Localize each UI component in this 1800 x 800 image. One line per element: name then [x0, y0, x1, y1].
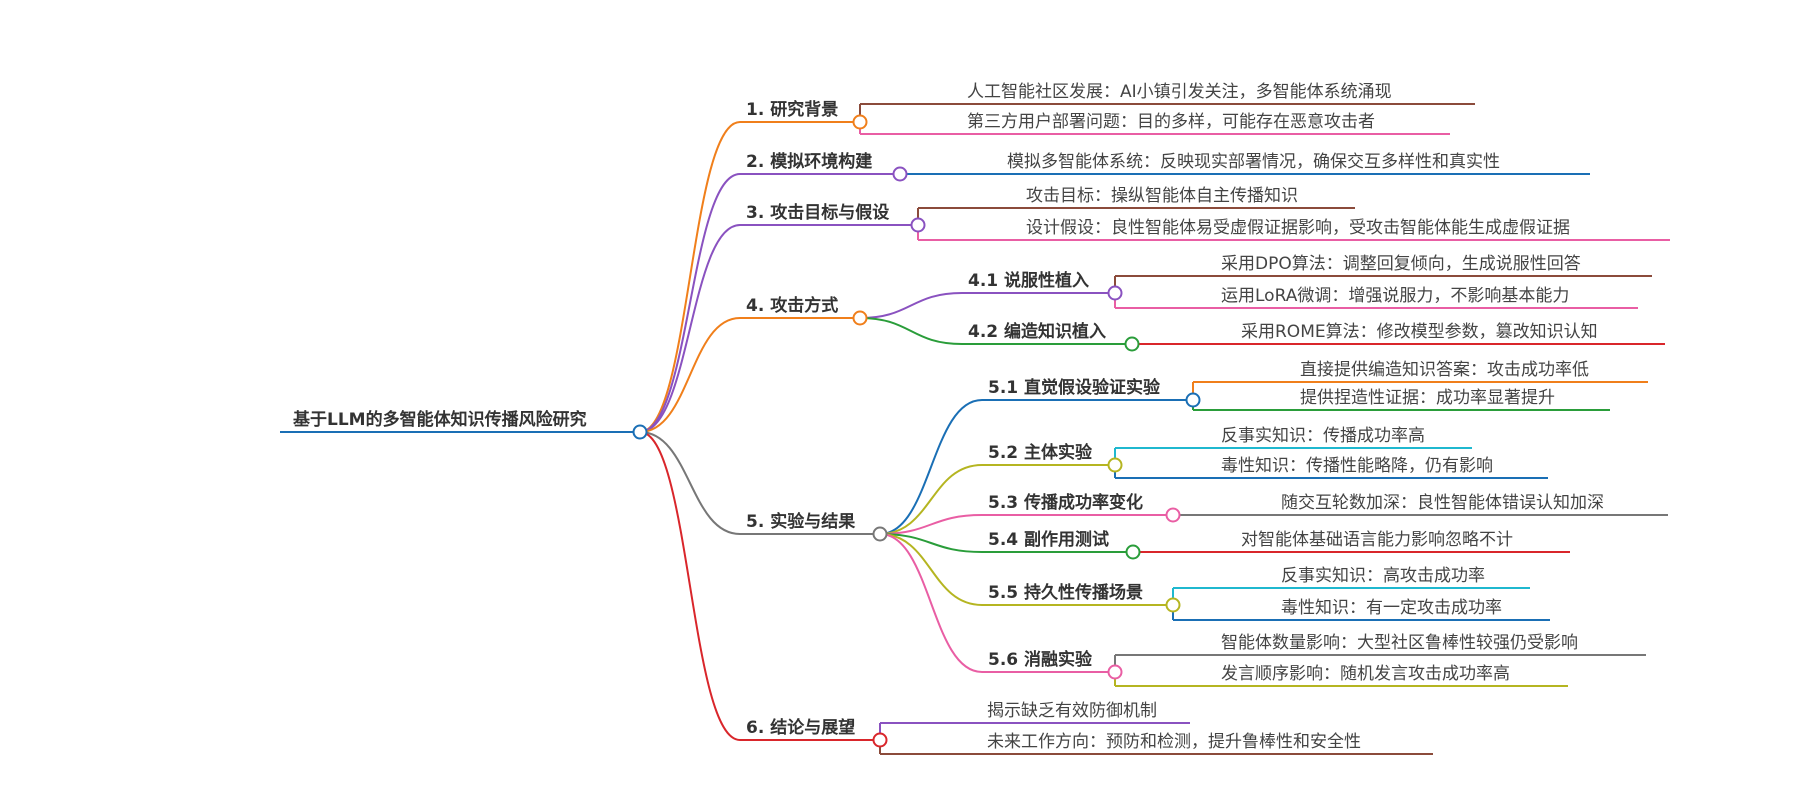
b2-collapse-knob[interactable]: [892, 166, 908, 182]
sub-label-b5s2[interactable]: 5.2 主体实验: [988, 442, 1093, 463]
sub-label-b4s1[interactable]: 4.1 说服性植入: [968, 270, 1089, 291]
branch-label-b4[interactable]: 4. 攻击方式: [746, 295, 838, 316]
leaf-label-b6l1[interactable]: 揭示缺乏有效防御机制: [987, 701, 1157, 721]
leaf-label-b4s1l1[interactable]: 采用DPO算法：调整回复倾向，生成说服性回答: [1221, 254, 1581, 274]
root-collapse-knob[interactable]: [632, 424, 648, 440]
branch-label-b3[interactable]: 3. 攻击目标与假设: [746, 202, 889, 223]
edge-root-b3: [639, 224, 741, 433]
edge-root-b5: [639, 431, 741, 535]
b4s2-collapse-knob[interactable]: [1124, 336, 1140, 352]
leaf-label-b5s6l1[interactable]: 智能体数量影响：大型社区鲁棒性较强仍受影响: [1221, 633, 1578, 653]
edge-b5-b5s3: [879, 514, 983, 535]
branch-label-b1[interactable]: 1. 研究背景: [746, 99, 838, 120]
b5s4-collapse-knob[interactable]: [1125, 544, 1141, 560]
leaf-label-b5s1l2[interactable]: 提供捏造性证据：成功率显著提升: [1300, 388, 1555, 408]
leaf-label-b3l2[interactable]: 设计假设：良性智能体易受虚假证据影响，受攻击智能体能生成虚假证据: [1026, 218, 1570, 238]
edge-b5-b5s1: [879, 399, 983, 535]
b5s1-collapse-knob[interactable]: [1185, 392, 1201, 408]
branch-label-b2[interactable]: 2. 模拟环境构建: [746, 151, 872, 172]
leaf-label-b4s1l2[interactable]: 运用LoRA微调：增强说服力，不影响基本能力: [1221, 286, 1569, 306]
edge-b5-b5s4: [879, 533, 983, 553]
root-topic[interactable]: 基于LLM的多智能体知识传播风险研究: [292, 409, 587, 430]
leaf-label-b5s5l1[interactable]: 反事实知识：高攻击成功率: [1281, 566, 1485, 586]
b4s1-collapse-knob[interactable]: [1107, 285, 1123, 301]
edge-root-b6: [639, 431, 741, 741]
sub-label-b5s4[interactable]: 5.4 副作用测试: [988, 529, 1109, 550]
leaf-label-b1l1[interactable]: 人工智能社区发展：AI小镇引发关注，多智能体系统涌现: [967, 82, 1392, 102]
leaf-label-b1l2[interactable]: 第三方用户部署问题：目的多样，可能存在恶意攻击者: [967, 112, 1375, 132]
sub-label-b5s5[interactable]: 5.5 持久性传播场景: [988, 582, 1143, 603]
label-layer: 基于LLM的多智能体知识传播风险研究 1. 研究背景 人工智能社区发展：AI小镇引发…: [292, 82, 1604, 752]
b5s3-collapse-knob[interactable]: [1165, 507, 1181, 523]
edge-b4-b4s2: [859, 317, 963, 345]
sub-label-b5s3[interactable]: 5.3 传播成功率变化: [988, 492, 1143, 513]
leaf-label-b5s2l2[interactable]: 毒性知识：传播性能略降，仍有影响: [1221, 456, 1493, 476]
b5s2-collapse-knob[interactable]: [1107, 457, 1123, 473]
edge-root-b1: [639, 121, 741, 433]
edge-b5-b5s6: [879, 533, 983, 673]
leaf-label-b5s3l1[interactable]: 随交互轮数加深：良性智能体错误认知加深: [1281, 493, 1604, 513]
edge-root-b2: [639, 173, 741, 433]
leaf-label-b4s2l1[interactable]: 采用ROME算法：修改模型参数，篡改知识认知: [1241, 321, 1598, 342]
edge-b4-b4s1: [859, 292, 963, 319]
edge-b5-b5s5: [879, 533, 983, 606]
underline-layer: [280, 103, 1670, 755]
leaf-label-b6l2[interactable]: 未来工作方向：预防和检测，提升鲁棒性和安全性: [987, 732, 1361, 752]
b3-collapse-knob[interactable]: [910, 217, 926, 233]
leaf-label-b3l1[interactable]: 攻击目标：操纵智能体自主传播知识: [1026, 186, 1298, 206]
sub-label-b5s1[interactable]: 5.1 直觉假设验证实验: [988, 377, 1161, 398]
edge-root-b4: [639, 317, 741, 433]
branch-label-b5[interactable]: 5. 实验与结果: [746, 511, 855, 532]
b1-collapse-knob[interactable]: [852, 114, 868, 130]
leaf-label-b5s2l1[interactable]: 反事实知识：传播成功率高: [1221, 426, 1425, 446]
edge-b5-b5s2: [879, 464, 983, 535]
leaf-label-b5s1l1[interactable]: 直接提供编造知识答案：攻击成功率低: [1300, 360, 1589, 380]
b5-collapse-knob[interactable]: [872, 526, 888, 542]
leaf-label-b2l1[interactable]: 模拟多智能体系统：反映现实部署情况，确保交互多样性和真实性: [1007, 152, 1500, 172]
node-knob-layer: [632, 114, 1201, 748]
leaf-label-b5s5l2[interactable]: 毒性知识：有一定攻击成功率: [1281, 598, 1502, 618]
sub-label-b4s2[interactable]: 4.2 编造知识植入: [968, 321, 1106, 342]
b5s5-collapse-knob[interactable]: [1165, 597, 1181, 613]
leaf-label-b5s4l1[interactable]: 对智能体基础语言能力影响忽略不计: [1241, 530, 1513, 550]
b5s6-collapse-knob[interactable]: [1107, 664, 1123, 680]
branch-label-b6[interactable]: 6. 结论与展望: [746, 717, 855, 738]
b4-collapse-knob[interactable]: [852, 310, 868, 326]
leaf-label-b5s6l2[interactable]: 发言顺序影响：随机发言攻击成功率高: [1221, 664, 1510, 684]
b6-collapse-knob[interactable]: [872, 732, 888, 748]
sub-label-b5s6[interactable]: 5.6 消融实验: [988, 649, 1093, 670]
